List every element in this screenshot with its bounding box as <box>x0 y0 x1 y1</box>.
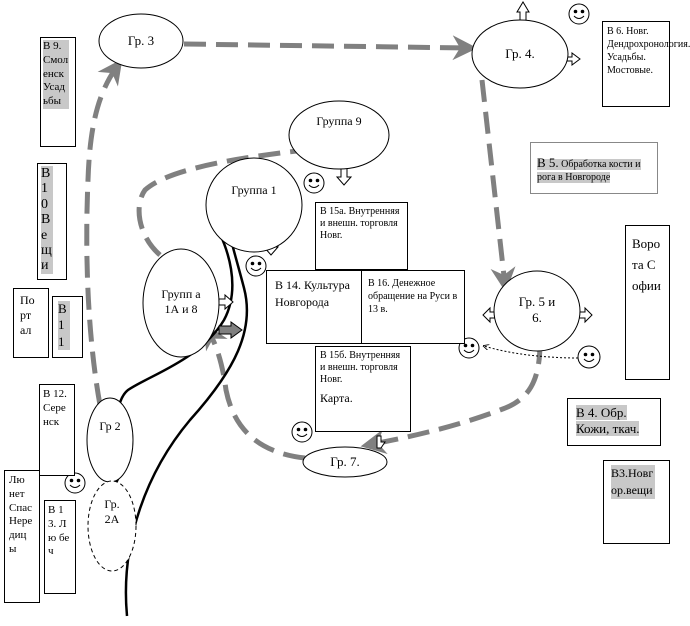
ellipse-g56 <box>493 270 581 352</box>
station-b10: В 1 0 Вещи <box>37 163 67 280</box>
station-b13: В 13. Лю беч <box>44 500 76 594</box>
arrow-right-icon <box>218 293 234 311</box>
ellipse-g2a <box>87 480 137 572</box>
arrow-right-icon <box>578 306 593 324</box>
smiley-icon <box>568 3 590 25</box>
smiley-icon <box>291 421 313 443</box>
route-g1a-to-g9 <box>136 136 343 257</box>
station-b15b: В 15б. Внутренняя и внешн. торговля Новг… <box>315 346 411 432</box>
ellipse-g1a8 <box>142 248 220 358</box>
route-g56-to-g7 <box>360 341 543 454</box>
dotted-arrow <box>484 346 579 359</box>
group-label-g4: Гр. 4. <box>505 45 535 61</box>
smileys <box>64 3 601 494</box>
arrow-right-icon <box>218 321 243 339</box>
group-label-g56: Гр. 5 и 6. <box>518 293 556 325</box>
station-b11: В 1 1 <box>52 296 83 358</box>
group-label-g3: Гр. 3 <box>127 32 155 48</box>
route-g2-to-g3 <box>84 58 123 406</box>
arrow-down-icon <box>376 435 386 449</box>
group-ellipses <box>86 13 581 572</box>
group-label-g2: Гр 2 <box>99 418 121 433</box>
smiley-icon <box>245 255 267 277</box>
ellipse-g4 <box>471 19 569 89</box>
station-b9: В 9. Смоленск Усадьбы <box>40 37 76 147</box>
station-b15a: В 15а. Внутренняя и внешн. торговля Новг… <box>315 202 408 270</box>
ellipse-g3 <box>98 13 184 69</box>
smiley-icon <box>64 472 86 494</box>
station-b3: В3.Новгор.вещи <box>603 460 670 544</box>
ellipse-g9 <box>288 100 390 170</box>
station-b6: В 6. Новг. Дендрохронология. Усадьбы. Мо… <box>602 21 690 107</box>
station-gate: Ворота Софии <box>625 225 670 380</box>
station-b4: В 4. Обр. Кожи, ткач. <box>567 398 661 446</box>
group-label-g2a: Гр. 2А <box>104 497 120 526</box>
smiley-icon <box>577 345 601 369</box>
station-lyunet: Лю нет Спас Нередицы <box>4 470 40 603</box>
station-b16: В 16. Денежное обращение на Руси в 13 в. <box>361 270 465 344</box>
route-g4-to-g56 <box>479 79 516 293</box>
dashed-route <box>84 35 543 461</box>
group-label-g1: Группа 1 <box>231 182 277 197</box>
station-b12: В 12. Серенск <box>39 384 75 476</box>
group-label-g9: Группа 9 <box>316 113 362 128</box>
ellipse-g7 <box>302 446 388 478</box>
smiley-icon <box>303 172 325 194</box>
group-label-g7: Гр. 7. <box>330 453 360 469</box>
route-g7-to-g1a <box>204 323 306 461</box>
station-portal: Портал <box>13 288 49 358</box>
ellipse-g1 <box>205 157 303 253</box>
station-b14: В 14. Культура Новгорода <box>266 270 362 344</box>
route-g3-to-g4 <box>183 35 478 61</box>
group-label-g1a8: Групп а 1А и 8 <box>161 287 201 316</box>
station-b5: В 5. Обработка кости и рога в Новгороде <box>530 142 658 194</box>
